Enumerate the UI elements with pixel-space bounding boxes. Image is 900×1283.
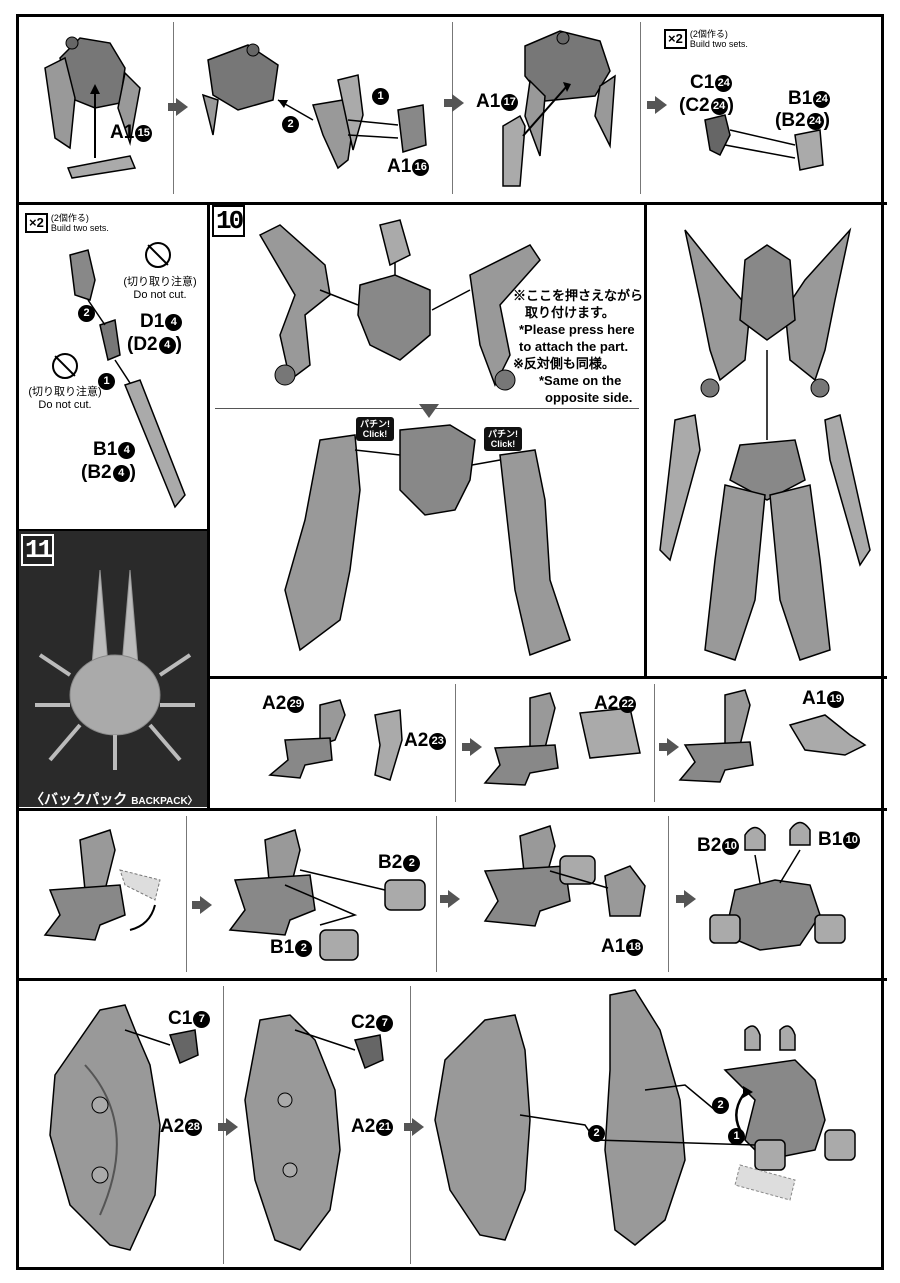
build-two-sets-jp: (2個作る) xyxy=(689,29,728,39)
step-number-10: 10 xyxy=(212,205,246,237)
next-arrow xyxy=(647,96,667,114)
build-two-sets-en: Build two sets. xyxy=(689,39,748,49)
x2-badge: ×2 xyxy=(25,213,48,233)
next-arrow xyxy=(444,94,464,112)
left-panel-divider xyxy=(16,529,210,532)
next-arrow xyxy=(192,896,212,914)
backpack-core-illustration-2 xyxy=(228,829,426,961)
next-arrow xyxy=(218,1118,238,1136)
next-arrow xyxy=(676,890,696,908)
do-not-cut-icon xyxy=(52,353,78,379)
r3-sep-1 xyxy=(455,684,456,802)
build-two-sets-jp: (2個作る) xyxy=(50,213,89,223)
row-divider-4 xyxy=(16,978,887,981)
next-arrow xyxy=(659,738,679,756)
row-divider-3 xyxy=(16,808,887,811)
arm-joint-illustration-1 xyxy=(268,699,403,781)
build-two-sets-note: ×2 (2個作る)Build two sets. xyxy=(664,29,748,49)
backpack-illustration xyxy=(35,569,195,770)
order-mark-1: 1 xyxy=(372,88,389,105)
page-frame xyxy=(16,14,884,1270)
order-mark-2: 2 xyxy=(588,1125,605,1142)
order-mark-1: 1 xyxy=(728,1128,745,1145)
r3-sep-2 xyxy=(654,684,655,802)
order-mark-1: 1 xyxy=(98,373,115,390)
order-mark-2: 2 xyxy=(78,305,95,322)
do-not-cut-note-1: (切り取り注意)Do not cut. xyxy=(123,276,197,301)
backpack-core-illustration-3 xyxy=(483,825,646,927)
r4-sep-1 xyxy=(186,816,187,972)
r4-sep-2 xyxy=(436,816,437,972)
shell-half-illustration-1 xyxy=(49,1004,199,1251)
col-divider-left xyxy=(207,202,210,808)
next-arrow xyxy=(440,890,460,908)
next-arrow xyxy=(404,1118,424,1136)
torso-assembly-illustration xyxy=(44,36,141,179)
order-mark-2: 2 xyxy=(712,1097,729,1114)
r1-sep-3 xyxy=(640,22,641,194)
waist-assembly-illustration xyxy=(201,43,427,170)
funnel-assembly-illustration xyxy=(69,249,186,509)
step-number-11: 11 xyxy=(21,534,55,566)
next-arrow xyxy=(168,98,188,116)
skirt-assembly-illustration xyxy=(502,30,616,187)
x2-badge: ×2 xyxy=(664,29,687,49)
r4-sep-3 xyxy=(668,816,669,972)
backpack-final-assembly-illustration xyxy=(434,989,856,1246)
col-divider-right xyxy=(644,202,647,676)
backpack-core-illustration-4 xyxy=(709,821,846,951)
do-not-cut-note-2: (切り取り注意)Do not cut. xyxy=(28,386,102,411)
backpack-caption: 〈バックパック BACKPACK〉 xyxy=(30,791,198,807)
joint-parts-illustration xyxy=(704,114,824,171)
lower-body-assembly-illustration xyxy=(284,424,571,657)
row-divider-2 xyxy=(209,676,887,679)
build-two-sets-note-2: ×2 (2個作る)Build two sets. xyxy=(25,213,109,233)
down-arrow xyxy=(419,404,439,418)
do-not-cut-icon xyxy=(145,242,171,268)
next-arrow xyxy=(462,738,482,756)
arm-joint-illustration-3 xyxy=(678,689,867,783)
upper-body-assembly-illustration xyxy=(258,219,541,391)
shell-half-illustration-2 xyxy=(244,1014,384,1251)
arm-joint-illustration-2 xyxy=(483,692,641,786)
click-badge: パチン!Click! xyxy=(484,427,522,451)
backpack-core-illustration-1 xyxy=(43,829,161,941)
full-body-illustration xyxy=(659,227,871,661)
row-divider-1 xyxy=(16,202,887,205)
build-two-sets-en: Build two sets. xyxy=(50,223,109,233)
order-mark-2: 2 xyxy=(282,116,299,133)
click-badge: パチン!Click! xyxy=(356,417,394,441)
